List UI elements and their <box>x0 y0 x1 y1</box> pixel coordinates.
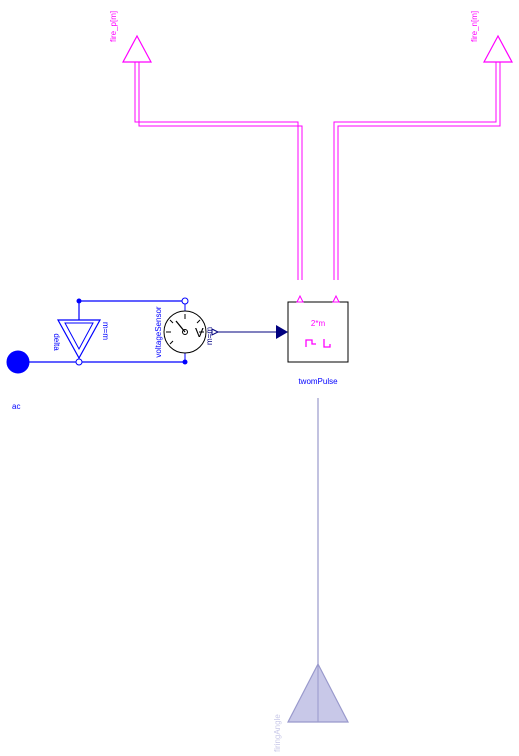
firing-angle-connector[interactable]: firingAngle <box>273 662 349 752</box>
pulse-wave-icon <box>305 339 331 348</box>
delta-m-label: m=m <box>101 322 110 340</box>
fire-n-wire[interactable] <box>333 62 501 280</box>
fire-p-connector[interactable]: fire_p[m] <box>109 11 153 63</box>
voltage-sensor-label: voltageSensor <box>154 306 163 357</box>
voltage-sensor[interactable]: V voltageSensor m=m <box>154 297 214 365</box>
firing-angle-label: firingAngle <box>273 714 282 752</box>
twom-pulse-box <box>287 301 349 363</box>
two-m-label: 2*m <box>311 319 326 328</box>
fire-n-triangle-icon <box>482 34 514 63</box>
fire-n-label: fire_n[m] <box>470 11 479 42</box>
ac-pin[interactable]: ac <box>6 350 30 411</box>
svg-text:V: V <box>195 325 204 340</box>
fire-p-triangle-icon <box>121 34 153 63</box>
delta-triangle-icon <box>56 319 102 360</box>
signal-wire[interactable] <box>211 325 288 339</box>
ac-label: ac <box>12 402 20 411</box>
twom-pulse-block[interactable]: 2*m twomPulse <box>287 294 349 386</box>
fire-p-label: fire_p[m] <box>109 11 118 42</box>
twom-pulse-label: twomPulse <box>298 377 338 386</box>
delta-label: delta <box>52 333 61 351</box>
fire-n-connector[interactable]: fire_n[m] <box>470 11 514 63</box>
voltage-gauge-icon: V <box>163 310 207 354</box>
fire-p-wire[interactable] <box>134 62 303 280</box>
signal-arrow-icon <box>276 325 288 339</box>
voltage-sensor-m-label: m=m <box>205 327 214 345</box>
delta-block[interactable]: delta m=m <box>52 298 110 366</box>
ac-pin-icon <box>6 350 30 374</box>
